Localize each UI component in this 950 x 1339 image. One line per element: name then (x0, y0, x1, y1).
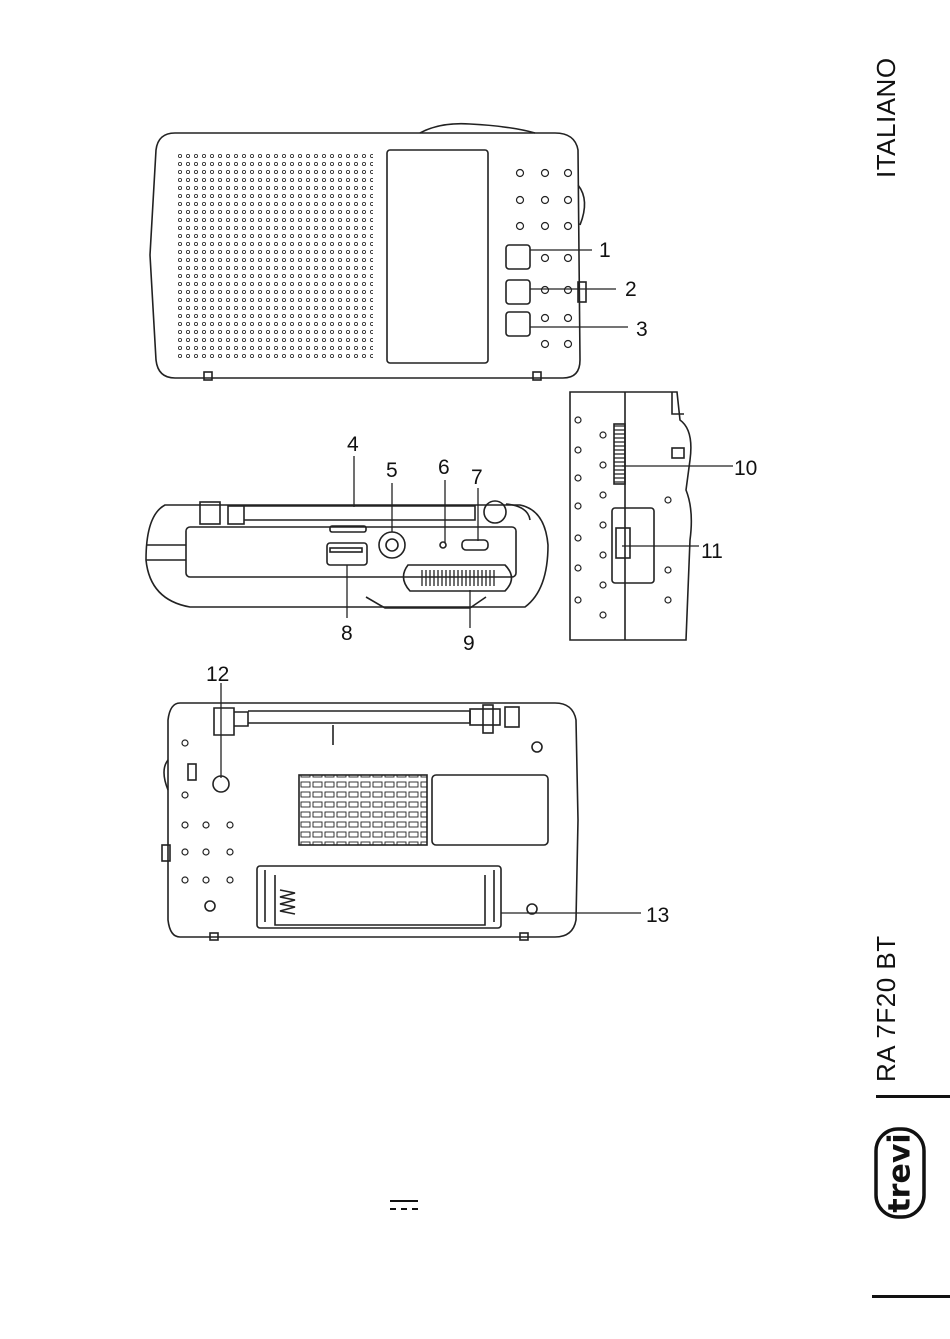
model-name: RA 7F20 BT (871, 935, 902, 1082)
rear-view (162, 683, 641, 940)
sidebar-divider-bottom (872, 1295, 950, 1298)
callout-12: 12 (206, 663, 229, 686)
callout-9: 9 (463, 632, 475, 655)
callout-7: 7 (471, 466, 483, 489)
callout-10: 10 (734, 457, 757, 480)
dc-symbol (389, 1198, 419, 1212)
brand-logo: trevi (872, 1126, 928, 1220)
callout-5: 5 (386, 459, 398, 482)
front-view (150, 124, 628, 380)
top-edge-view (146, 456, 548, 628)
callout-3: 3 (636, 318, 648, 341)
side-view (570, 392, 733, 640)
language-label: ITALIANO (871, 57, 902, 178)
callout-11: 11 (701, 540, 723, 563)
callout-13: 13 (646, 904, 669, 927)
callout-4: 4 (347, 433, 359, 456)
brand-name: trevi (883, 1133, 918, 1212)
sidebar-divider-top (876, 1095, 950, 1098)
callout-1: 1 (599, 239, 611, 262)
callout-8: 8 (341, 622, 353, 645)
callout-6: 6 (438, 456, 450, 479)
callout-2: 2 (625, 278, 637, 301)
